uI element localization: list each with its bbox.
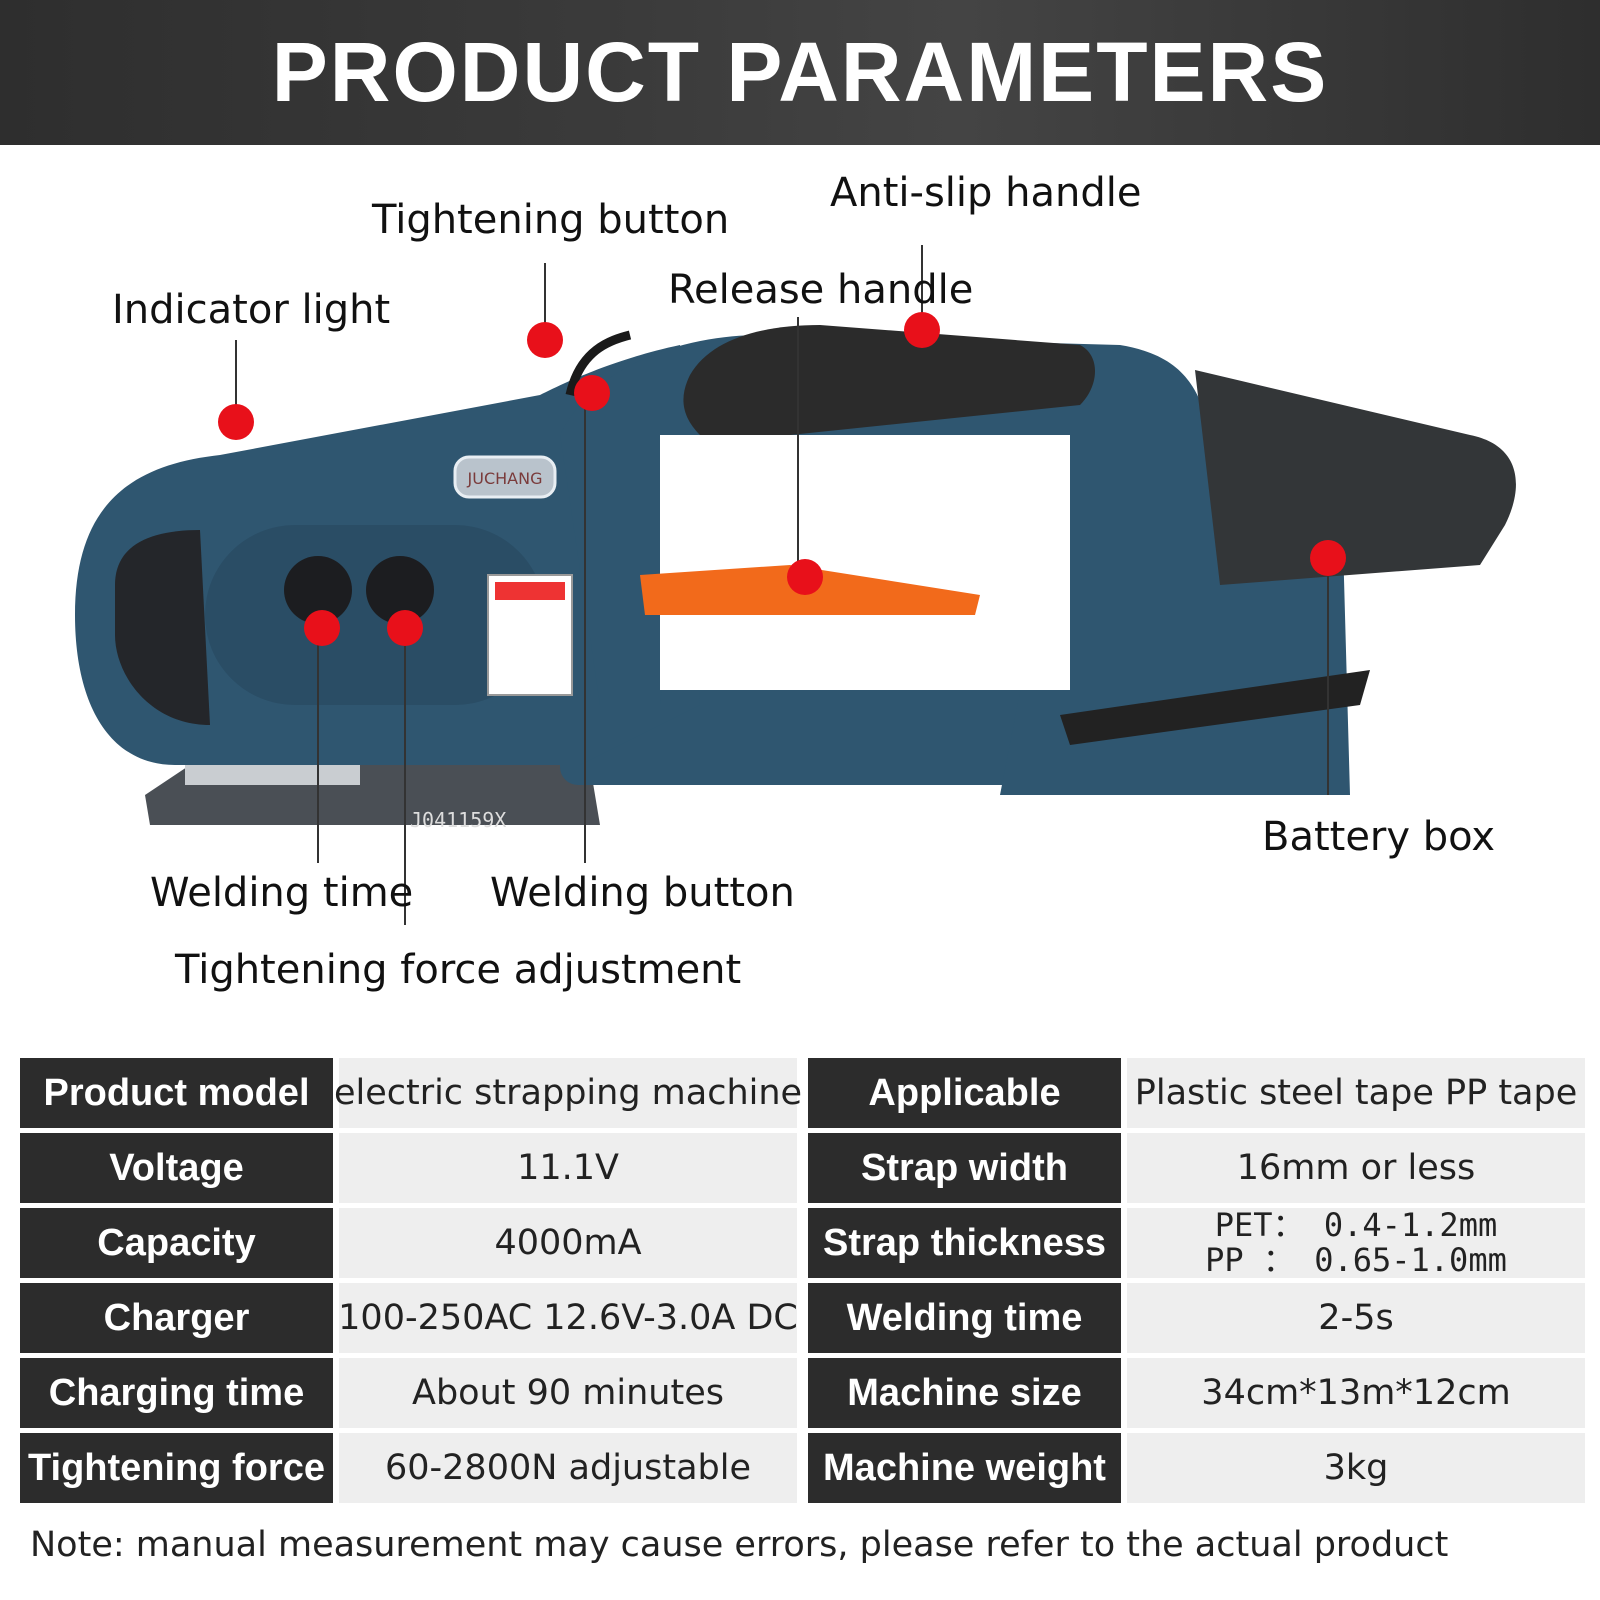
spec-row: Welding time 2-5s [808, 1283, 1585, 1353]
product-illustration: J041159X JUCHANG [0, 145, 1600, 1045]
spec-label: Charging time [20, 1358, 333, 1428]
spec-label: Tightening force [20, 1433, 333, 1503]
callout-release-handle: Release handle [668, 267, 974, 313]
base-marking: J041159X [410, 808, 506, 832]
spec-value: About 90 minutes [339, 1358, 797, 1428]
brand-badge-text: JUCHANG [467, 469, 543, 488]
spec-row: Voltage 11.1V [20, 1133, 797, 1203]
header-banner: PRODUCT PARAMETERS [0, 0, 1600, 145]
spec-label: Voltage [20, 1133, 333, 1203]
spec-row: Applicable Plastic steel tape PP tape [808, 1058, 1585, 1128]
battery-grip-strip [1060, 670, 1370, 745]
spec-value: 3kg [1127, 1433, 1585, 1503]
marker-anti-slip-handle [904, 312, 940, 348]
spec-value: PET： 0.4-1.2mm PP ： 0.65-1.0mm [1127, 1205, 1585, 1279]
spec-label: Applicable [808, 1058, 1121, 1128]
strap-thickness-pp: PP ： 0.65-1.0mm [1205, 1241, 1507, 1279]
spec-label: Capacity [20, 1208, 333, 1278]
spec-value: 2-5s [1127, 1283, 1585, 1353]
spec-row: Charger 100-250AC 12.6V-3.0A DC [20, 1283, 798, 1353]
brand-badge [453, 455, 557, 499]
strapping-machine-image: J041159X JUCHANG [75, 245, 1516, 925]
marker-indicator-light [218, 404, 254, 440]
strap-thickness-pet: PET： 0.4-1.2mm [1214, 1205, 1498, 1244]
callout-anti-slip-handle: Anti-slip handle [830, 170, 1142, 216]
spec-label: Machine size [808, 1358, 1121, 1428]
disclaimer-note: Note: manual measurement may cause error… [30, 1525, 1449, 1565]
spec-row: Product model electric strapping machine [20, 1058, 802, 1128]
spec-value: 100-250AC 12.6V-3.0A DC [338, 1283, 798, 1353]
welding-button-lever [565, 330, 632, 397]
spec-row: Charging time About 90 minutes [20, 1358, 797, 1428]
marker-welding-button [574, 375, 610, 411]
marker-tightening-button [527, 322, 563, 358]
spec-value: Plastic steel tape PP tape [1127, 1058, 1585, 1128]
spec-label: Charger [20, 1283, 333, 1353]
marker-release-handle [787, 559, 823, 595]
callout-battery-box: Battery box [1262, 814, 1496, 860]
spec-label: Welding time [808, 1283, 1121, 1353]
welding-time-knob [284, 556, 352, 624]
callout-tightening-button: Tightening button [372, 197, 730, 243]
callout-tightening-force-adjustment: Tightening force adjustment [175, 947, 742, 993]
spec-label: Strap thickness [808, 1208, 1121, 1278]
spec-value: 16mm or less [1127, 1133, 1585, 1203]
handle-opening [660, 435, 1070, 690]
warning-label-header [495, 582, 565, 600]
spec-row: Capacity 4000mA [20, 1208, 797, 1278]
callout-indicator-light: Indicator light [112, 287, 391, 333]
side-grille [115, 530, 210, 725]
spec-value: electric strapping machine [334, 1058, 802, 1128]
side-panel [205, 525, 545, 705]
marker-battery-box [1310, 540, 1346, 576]
marker-tightening-force [387, 610, 423, 646]
spec-value: 34cm*13m*12cm [1127, 1358, 1585, 1428]
spec-row: Strap thickness PET： 0.4-1.2mm PP ： 0.65… [808, 1205, 1585, 1279]
spec-label: Strap width [808, 1133, 1121, 1203]
page-title: PRODUCT PARAMETERS [271, 25, 1329, 119]
marker-welding-time [304, 610, 340, 646]
spec-label: Machine weight [808, 1433, 1121, 1503]
spec-value: 11.1V [339, 1133, 797, 1203]
anti-slip-grip [683, 325, 1095, 435]
callout-welding-time: Welding time [150, 870, 414, 916]
spec-label: Product model [20, 1058, 333, 1128]
battery-pack [1195, 370, 1516, 585]
tightening-force-knob [366, 556, 434, 624]
spec-value: 4000mA [339, 1208, 797, 1278]
spec-row: Tightening force 60-2800N adjustable [20, 1433, 797, 1503]
spec-row: Machine weight 3kg [808, 1433, 1585, 1503]
spec-row: Machine size 34cm*13m*12cm [808, 1358, 1585, 1428]
handle-frame [560, 335, 1350, 795]
callout-welding-button: Welding button [490, 870, 795, 916]
spec-row: Strap width 16mm or less [808, 1133, 1585, 1203]
spec-value: 60-2800N adjustable [339, 1433, 797, 1503]
